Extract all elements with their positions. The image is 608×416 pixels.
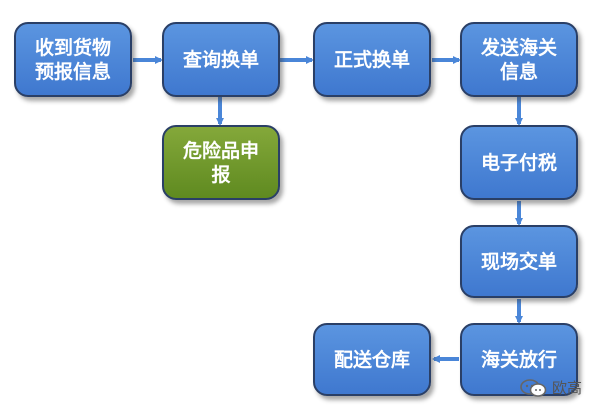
wechat-icon	[520, 378, 547, 397]
node-dangerous-goods-declaration: 危险品申 报	[162, 125, 280, 200]
node-query-exchange: 查询换单	[162, 22, 280, 97]
watermark: 欧高	[520, 377, 582, 398]
node-send-customs-info: 发送海关 信息	[460, 22, 578, 97]
node-deliver-to-warehouse: 配送仓库	[313, 323, 431, 396]
watermark-text: 欧高	[552, 379, 583, 397]
node-electronic-tax-payment: 电子付税	[460, 125, 578, 200]
node-customs-release: 海关放行	[460, 323, 578, 396]
node-onsite-document-submission: 现场交单	[460, 225, 578, 298]
node-formal-exchange: 正式换单	[313, 22, 431, 97]
node-receive-forecast: 收到货物 预报信息	[14, 22, 132, 97]
